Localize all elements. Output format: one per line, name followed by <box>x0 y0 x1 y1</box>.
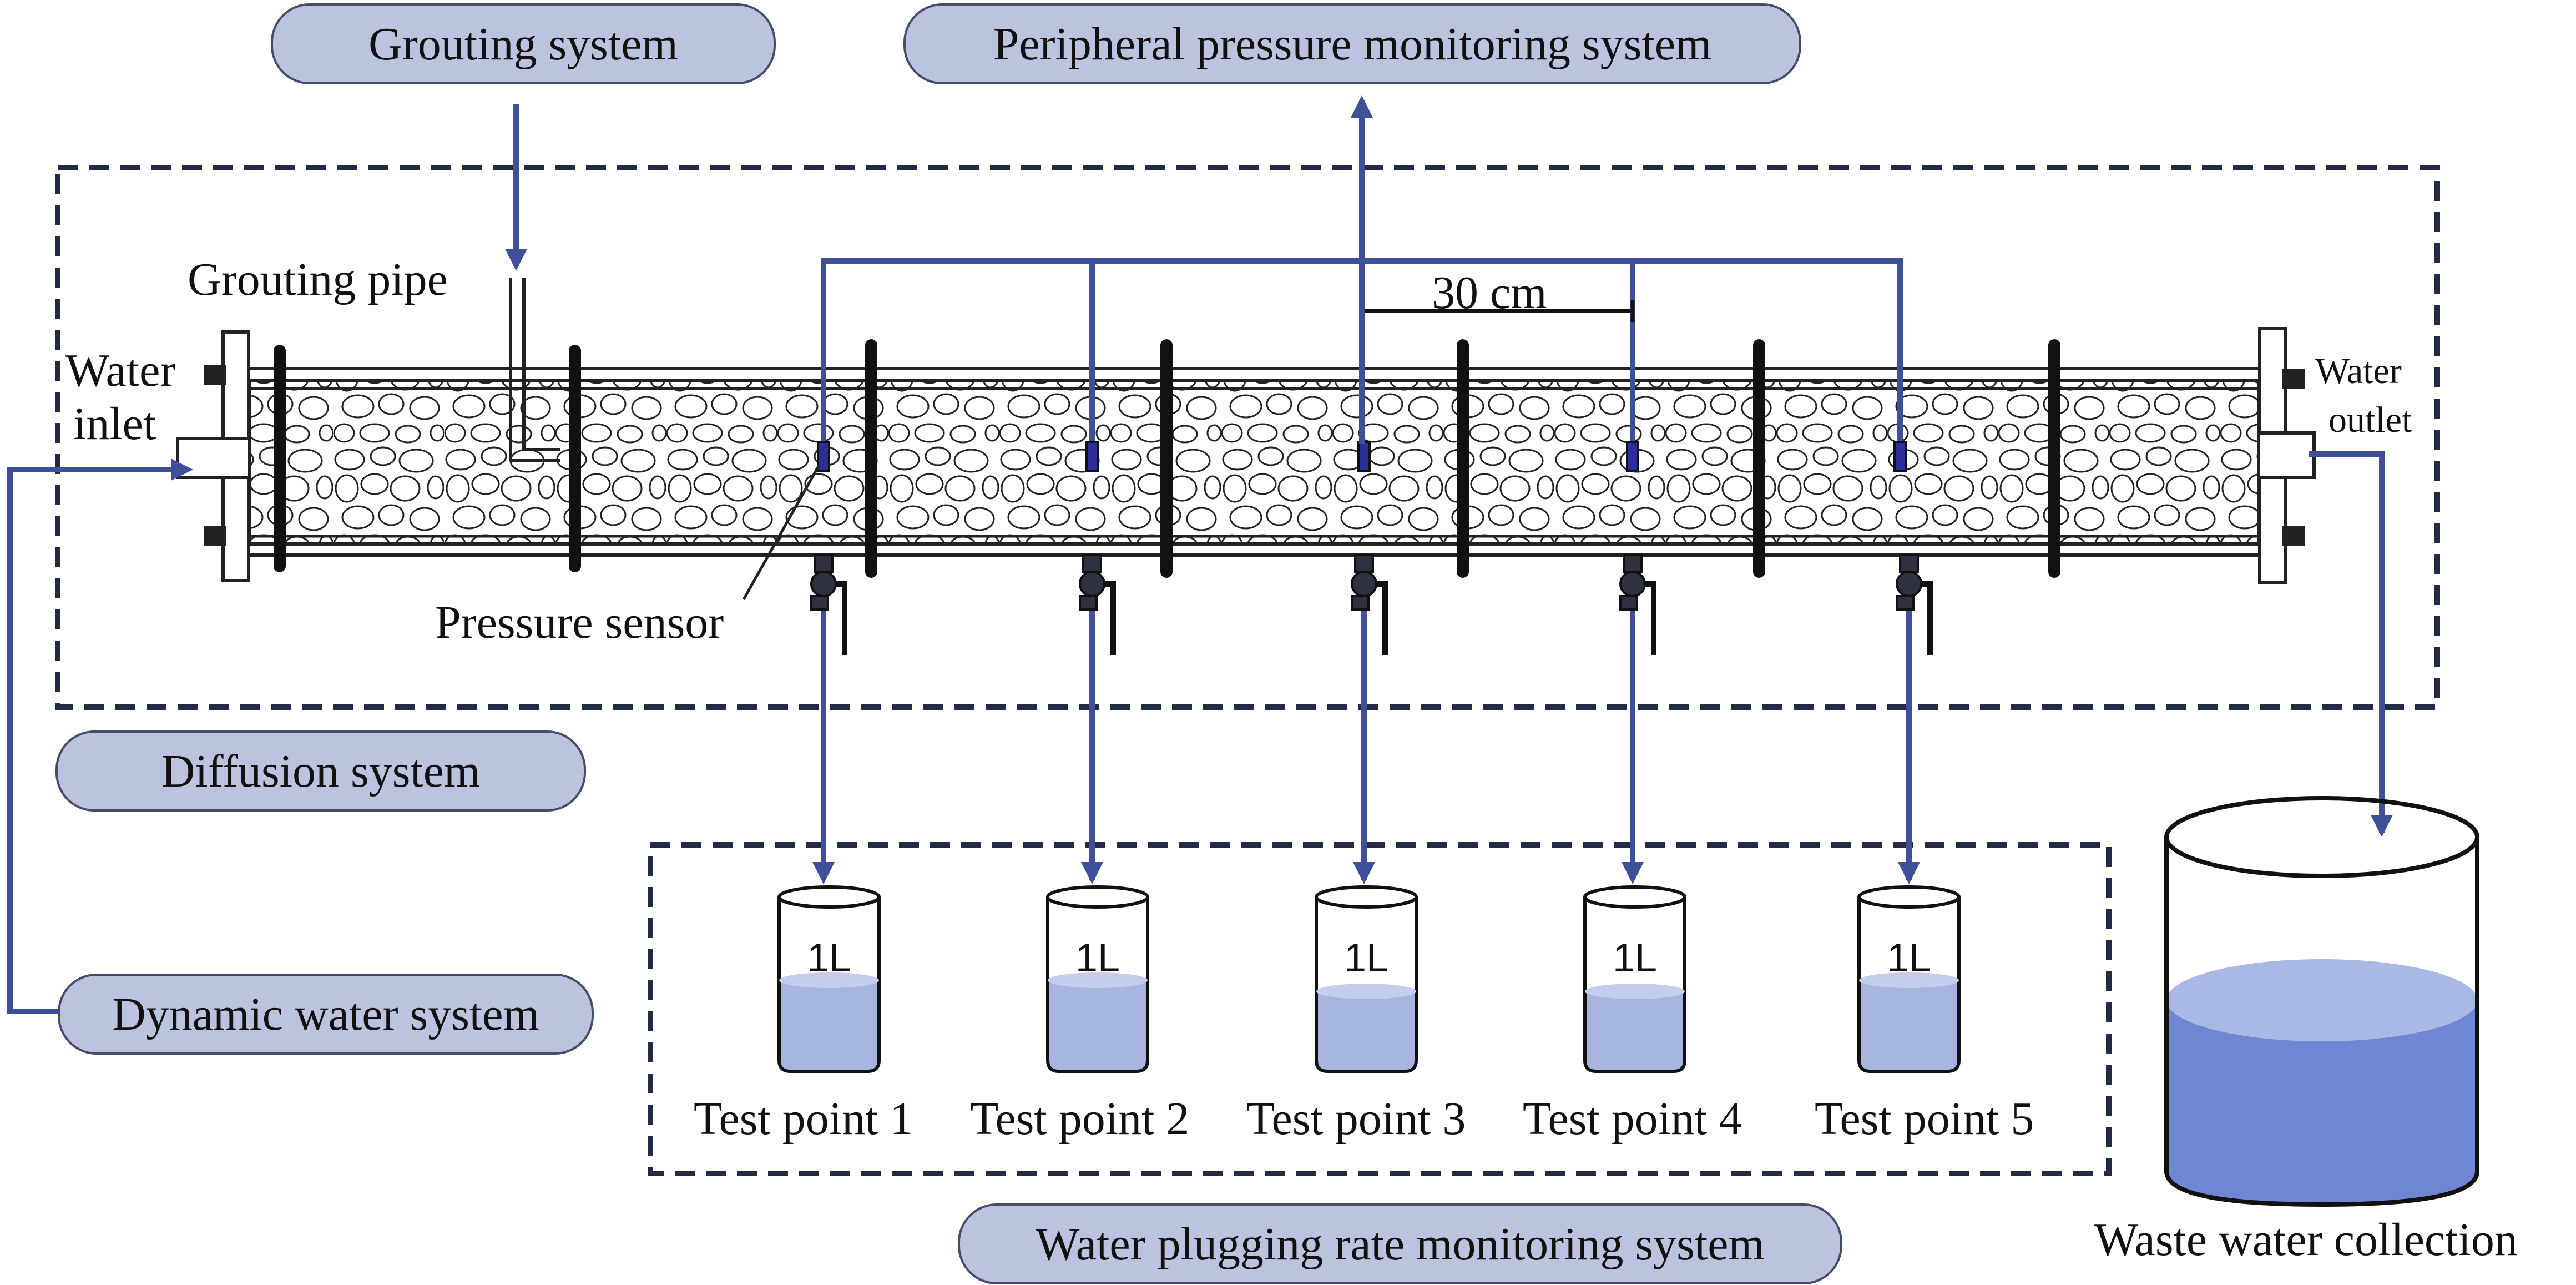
plugging-system-boundary <box>648 842 2112 1176</box>
diffusion-system-label: Diffusion system <box>55 730 586 812</box>
cup-4-volume: 1L <box>1613 936 1658 980</box>
inlet-flange <box>176 330 251 582</box>
test-point-4-label: Test point 4 <box>1523 1093 1742 1145</box>
test-point-1-label: Test point 1 <box>694 1093 913 1145</box>
water-plugging-system-label: Water plugging rate monitoring system <box>958 1203 1842 1284</box>
flow-arrows <box>7 95 2393 1014</box>
cup-5-volume: 1L <box>1887 936 1932 980</box>
sampling-valves <box>810 554 1933 655</box>
cup-2-volume: 1L <box>1075 936 1120 980</box>
outlet-arrow <box>2309 451 2393 837</box>
pressure-sensor-leader <box>742 464 821 601</box>
cup-1-volume: 1L <box>807 936 852 980</box>
pressure-sensor-label: Pressure sensor <box>435 597 724 648</box>
clamp-bars <box>274 339 2060 578</box>
waste-water-collection-label: Waste water collection <box>2094 1214 2518 1266</box>
cup-5 <box>1857 885 1961 1073</box>
outlet-flange <box>2257 327 2316 584</box>
cup-3-volume: 1L <box>1344 936 1389 980</box>
water-inlet-label-line2: inlet <box>73 398 156 450</box>
test-point-5-label: Test point 5 <box>1815 1093 2034 1145</box>
test-point-2-label: Test point 2 <box>970 1093 1190 1145</box>
water-inlet-label-line1: Water <box>65 345 176 396</box>
grouting-pipe <box>509 278 560 462</box>
grouting-pipe-label: Grouting pipe <box>188 254 448 305</box>
peripheral-pressure-system-label: Peripheral pressure monitoring system <box>903 3 1801 84</box>
spacing-label: 30 cm <box>1432 267 1547 319</box>
diffusion-system-boundary <box>55 165 2440 710</box>
dynamic-water-arrow <box>7 458 193 1014</box>
cup-2 <box>1046 885 1149 1073</box>
test-cups <box>777 885 1961 1073</box>
grouting-system-label: Grouting system <box>271 3 776 84</box>
test-point-3-label: Test point 3 <box>1246 1093 1466 1145</box>
water-outlet-label-line1: Water <box>2315 351 2402 391</box>
cup-3 <box>1315 885 1418 1073</box>
dynamic-water-system-label: Dynamic water system <box>58 974 594 1055</box>
cup-1 <box>777 885 881 1073</box>
pressure-sensors <box>817 441 1907 472</box>
cup-4 <box>1583 885 1686 1073</box>
waste-water-tank <box>2164 796 2479 1207</box>
water-outlet-label-line2: outlet <box>2328 400 2412 440</box>
